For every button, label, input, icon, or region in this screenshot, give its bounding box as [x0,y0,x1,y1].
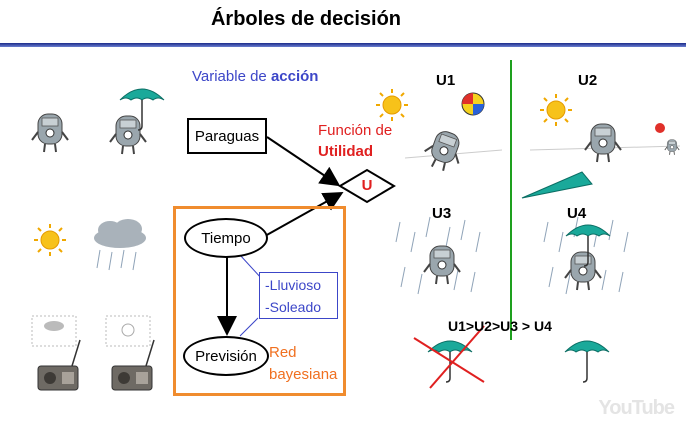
utility-ranking: U1>U2>U3 > U4 [448,318,552,334]
bayesian-network-box [173,206,346,396]
outcome-u3-art [395,216,481,295]
crossed-umbrella-icon [413,325,485,389]
bayes-label-line2: bayesiana [269,366,338,383]
arrow-paraguas-to-u [266,136,341,187]
arrow-tiempo-to-u [264,192,344,237]
states-callout-line-2 [239,317,259,337]
utility-label-line2: Utilidad [318,143,373,160]
tiempo-states-box: -Lluvioso -Soleado [259,272,338,319]
utility-label-line1: Función de [318,122,393,139]
utility-function-label: Función de Utilidad [318,120,392,162]
radio-sun-forecast-icon [105,315,155,391]
outcome-u1-art [375,88,503,176]
bayesian-network-label: Red bayesiana [269,342,337,386]
outcome-u2-art [521,93,681,199]
outcome-u1-label: U1 [436,72,456,89]
sun-icon [33,223,67,257]
outcome-u4-art [543,216,629,295]
utility-node: U [338,168,396,204]
outcome-u3-label: U3 [432,205,452,222]
action-variable-label: Variable de acción [192,68,318,85]
utility-node-label: U [361,177,373,194]
page-title: Árboles de decisión [210,8,402,30]
outcome-u2-label: U2 [578,72,598,89]
title-underline [0,43,686,47]
utility-diamond-shape [338,168,396,204]
state-soleado: -Soleado [265,299,322,315]
youtube-watermark: YouTube [598,397,675,419]
umbrella-choice-icon [564,340,610,383]
radio-rain-forecast-icon [31,315,81,391]
robot-umbrella-icon [109,115,147,155]
outcome-divider [510,60,512,340]
state-lluvioso: -Lluvioso [265,277,322,293]
outcome-u4-label: U4 [567,205,587,222]
rain-cloud-icon [94,219,146,271]
action-variable-prefix: Variable de [192,68,271,85]
paraguas-node: Paraguas [187,118,267,154]
action-variable-emphasis: acción [270,68,319,85]
bayes-label-line1: Red [269,344,297,361]
prevision-node: Previsión [183,336,269,376]
tiempo-node: Tiempo [184,218,268,258]
robot-icon [31,113,69,153]
states-callout-line-1 [239,254,263,280]
